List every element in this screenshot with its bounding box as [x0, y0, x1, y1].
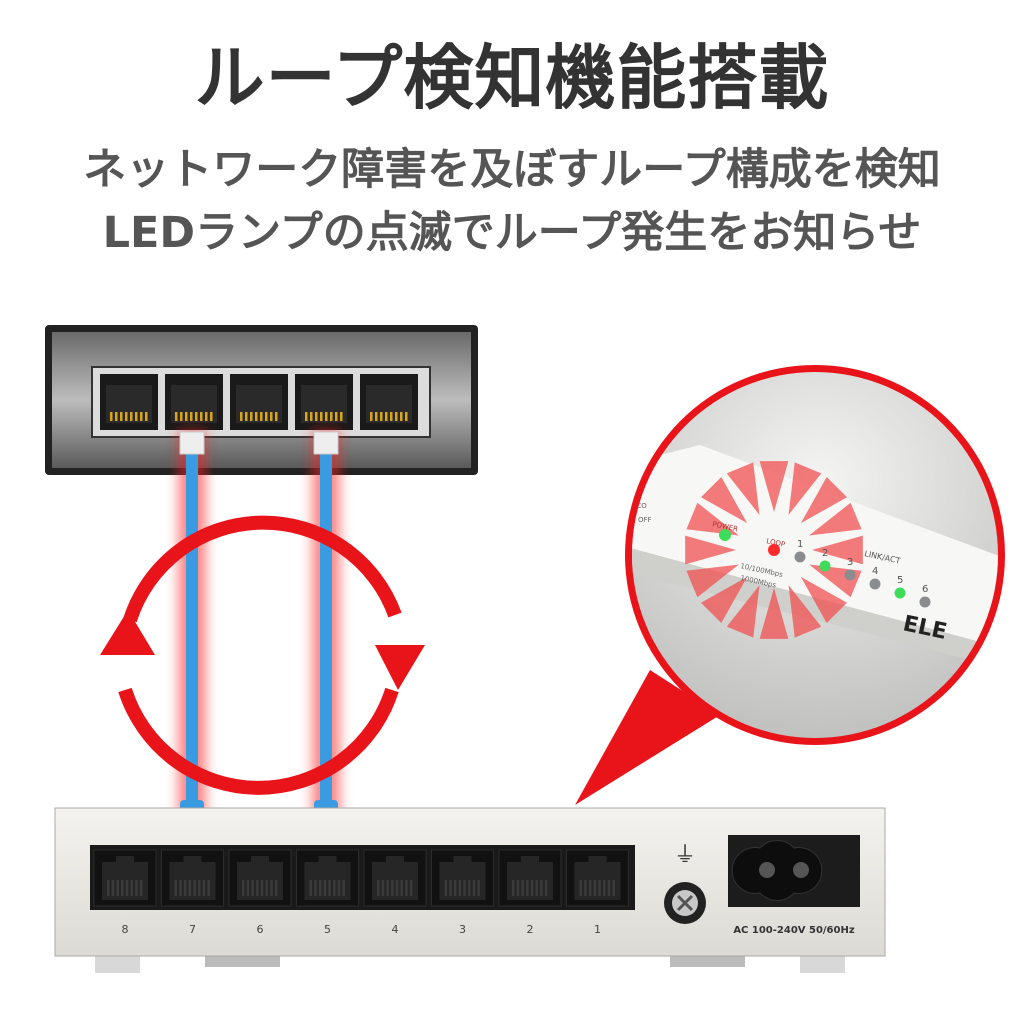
led-port-number: 4	[872, 566, 878, 577]
eco-label: ECO	[632, 502, 647, 510]
power-rating-label: AC 100-240V 50/60Hz	[733, 925, 855, 936]
flash-ray	[726, 585, 760, 638]
top-ethernet-port	[165, 374, 223, 430]
port-led-2	[819, 560, 831, 572]
port-label: 5	[324, 923, 331, 936]
flash-ray	[809, 502, 862, 536]
top-ethernet-port	[295, 374, 353, 430]
flash-ray	[686, 502, 739, 536]
port-label: 8	[122, 923, 129, 936]
headline: ループ検知機能搭載	[194, 37, 830, 119]
ground-symbol-icon: ⏚	[674, 843, 696, 868]
port-label: 4	[392, 923, 399, 936]
ethernet-port-2	[498, 849, 562, 907]
bottom-switch: 8 7 6 5 4 3 2 1 ⏚ AC 100-240V 50/60Hz	[54, 807, 886, 973]
port-led-6	[919, 596, 931, 608]
port-led-5	[894, 587, 906, 599]
led-port-number: 2	[822, 548, 828, 559]
flash-ray	[759, 461, 789, 512]
loop-led	[768, 544, 780, 556]
flash-ray	[788, 462, 822, 515]
description-line-2: LEDランプの点滅でループ発生をお知らせ	[102, 208, 922, 258]
top-ethernet-port	[100, 374, 158, 430]
port-label: 1	[594, 923, 601, 936]
power-led	[719, 529, 731, 541]
flash-ray	[800, 477, 847, 524]
flash-ray	[759, 588, 789, 639]
loop-label: LOOP	[766, 537, 786, 549]
top-ethernet-port	[230, 374, 288, 430]
loop-arrow-icon	[100, 515, 425, 795]
port-label: 7	[189, 923, 196, 936]
ethernet-port-6	[228, 849, 292, 907]
led-port-number: 3	[847, 557, 853, 568]
flash-ray	[800, 576, 847, 623]
port-led-3	[844, 569, 856, 581]
description-line-1: ネットワーク障害を及ぼすループ構成を検知	[83, 145, 941, 195]
ethernet-port-5	[296, 849, 359, 907]
zoom-pointer	[575, 670, 720, 805]
off-label: OFF	[638, 516, 652, 524]
ethernet-port-4	[363, 849, 427, 907]
zoom-panel: ECO OFF POWER LOOP 10/100Mbps 1000Mbps L…	[625, 365, 1005, 745]
port-label: 3	[459, 923, 466, 936]
ethernet-port-7	[161, 849, 224, 907]
flash-ray	[812, 535, 863, 565]
flash-ray	[701, 576, 748, 623]
led-port-number: 5	[897, 575, 903, 586]
flash-ray	[685, 535, 736, 565]
led-port-number: 6	[922, 584, 928, 595]
top-ethernet-port	[360, 374, 418, 430]
flash-ray	[788, 585, 822, 638]
top-switch	[45, 325, 478, 475]
port-led-4	[869, 578, 881, 590]
ethernet-port-1	[566, 849, 629, 907]
flash-ray	[726, 462, 760, 515]
port-label: 6	[257, 923, 264, 936]
ethernet-port-3	[431, 849, 494, 907]
flash-ray	[686, 564, 739, 598]
led-port-number: 1	[797, 539, 803, 550]
flash-ray	[701, 477, 748, 524]
port-led-1	[794, 551, 806, 563]
port-label: 2	[527, 923, 534, 936]
ethernet-port-8	[93, 849, 157, 907]
